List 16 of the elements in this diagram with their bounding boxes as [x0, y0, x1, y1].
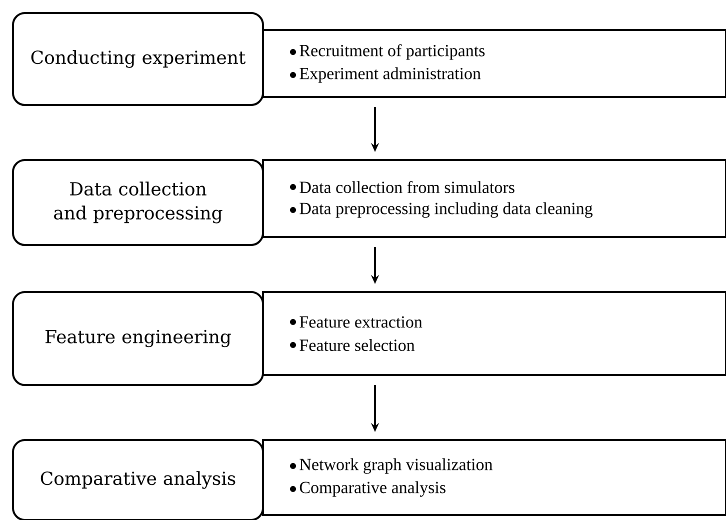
details-box	[262, 439, 726, 516]
bullet-item: Experiment administration	[300, 67, 481, 83]
stage-box: Data collection and preprocessing	[12, 159, 264, 246]
bullet-item: Network graph visualization	[300, 458, 493, 474]
bullet-item: Feature selection	[300, 339, 415, 351]
stage-box: Feature engineering	[12, 291, 264, 386]
details-box	[262, 29, 726, 98]
stage-box: Comparative analysis	[12, 439, 264, 520]
bullet-item: Recruitment of participants	[300, 44, 485, 60]
details-box	[262, 291, 726, 376]
details-box	[262, 159, 726, 238]
bullet-item: Data collection from simulators	[300, 180, 514, 194]
bullet-item: Comparative analysis	[300, 481, 446, 497]
bullet-item: Data preprocessing including data cleaning	[300, 202, 593, 218]
stage-box: Conducting experiment	[12, 12, 264, 106]
bullet-item: Feature extraction	[300, 316, 422, 328]
